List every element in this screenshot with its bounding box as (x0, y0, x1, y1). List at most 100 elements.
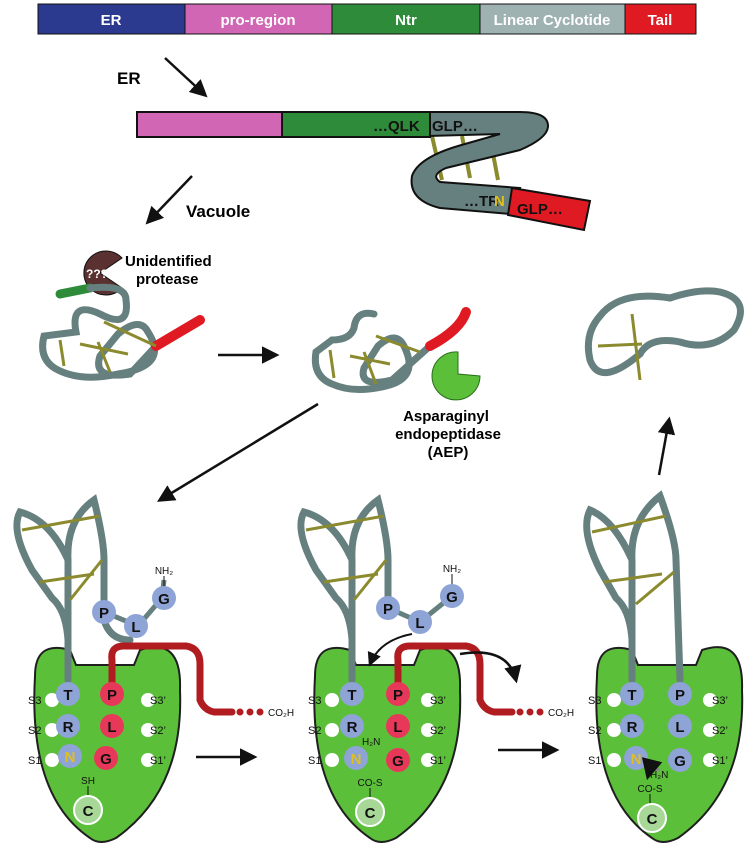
seq-tr: …TR (464, 193, 499, 210)
unidentified-protease: ??? (83, 250, 123, 296)
residue-l-bound-label: L (107, 719, 116, 736)
aep-enzyme-body (313, 646, 462, 843)
cyclotide-chain (583, 490, 684, 684)
co2h-label: CO₂H (548, 708, 574, 719)
domain-er (37, 3, 186, 35)
seq-qlk: …QLK (373, 118, 420, 135)
ntr-fragment (55, 283, 95, 299)
residue-t-label: T (627, 687, 636, 704)
disulfide-bond (591, 514, 667, 534)
cyclotide-ring (584, 287, 744, 377)
curved-arrow-attack (367, 633, 413, 667)
site-s3: S3 (588, 695, 601, 707)
residue-g (668, 748, 692, 772)
residue-r-label: R (63, 719, 74, 736)
residue-p-bound-label: P (393, 687, 403, 704)
er-label: ER (117, 69, 141, 88)
seq-n-asn: N (494, 193, 505, 210)
disulfide-bond (79, 342, 129, 356)
residue-c-label: C (83, 803, 94, 820)
site-s2-prime: S2’ (430, 725, 446, 737)
aep-complex-1: CO₂H P L G NH₂ T R N P L G S3 S2 S1 S3’ … (13, 494, 294, 843)
cos-label: CO-S (638, 784, 663, 795)
curved-arrow-cyclize (641, 757, 663, 781)
residue-p (668, 682, 692, 706)
disulfide-bond (305, 514, 385, 532)
residue-r-label: R (627, 719, 638, 736)
tail-fragment (425, 307, 471, 351)
disulfide-bond (323, 572, 379, 584)
residue-p-label: P (383, 601, 393, 618)
site-s2: S2 (308, 725, 321, 737)
aep-complex-2: CO₂H P L G NH₂ T R N P L G H₂N S3 S2 S1 … (297, 494, 574, 843)
aep-label-line1: Asparaginyl (403, 408, 489, 425)
residue-p (92, 600, 116, 624)
protease-label-line1: Unidentified (125, 253, 212, 270)
aep-complex-3: T R N P L G H₂N S3 S2 S1 S3’ S2’ S1’ CO-… (583, 490, 744, 843)
residue-g-bound-label: G (392, 753, 404, 770)
site-s3-prime: S3’ (712, 695, 728, 707)
site-s1-prime: S1’ (430, 755, 446, 767)
precursor-tail (506, 186, 592, 232)
residue-n-label: N (631, 751, 642, 768)
folded-cyclotide-1 (39, 283, 205, 381)
residue-p-bound (100, 682, 124, 706)
residue-l (668, 714, 692, 738)
residue-c-label: C (647, 811, 658, 828)
site-s2-prime: S2’ (150, 725, 166, 737)
domain-tail-label: Tail (648, 12, 673, 29)
disulfide-bond (603, 572, 663, 584)
curved-arrow-release (459, 651, 522, 684)
aep-enzyme-body (595, 646, 744, 843)
domain-pro-region-label: pro-region (221, 12, 296, 29)
residue-g (440, 584, 464, 608)
disulfide-bond (96, 341, 112, 373)
site-s2-prime: S2’ (712, 725, 728, 737)
domain-ntr (331, 3, 481, 35)
arrow-to-product (657, 416, 676, 476)
aep-enzyme-body (33, 646, 182, 843)
residue-l-bound-label: L (393, 719, 402, 736)
disulfide-bond (362, 351, 378, 385)
site-s3: S3 (28, 695, 41, 707)
residue-l-bound (386, 714, 410, 738)
residue-l-label: L (131, 619, 140, 636)
residue-l-label: L (415, 615, 424, 632)
residue-p-bound (386, 682, 410, 706)
residue-c-label: C (365, 805, 376, 822)
residue-p (376, 596, 400, 620)
residue-l-label: L (675, 719, 684, 736)
residue-r (620, 714, 644, 738)
sh-label: SH (81, 776, 95, 787)
arrow-vacuole (145, 175, 193, 225)
site-s3-prime: S3’ (150, 695, 166, 707)
site-s1: S1 (308, 755, 321, 767)
arrow-er (164, 57, 208, 98)
domain-bar: ER pro-region Ntr Linear Cyclotide Tail (37, 3, 697, 35)
residue-c (637, 803, 667, 833)
tail-fragment (151, 315, 205, 351)
residue-n (58, 744, 82, 768)
arrow-to-enzyme-complex (157, 402, 319, 502)
folded-cyclotide-2 (311, 307, 471, 393)
domain-tail (624, 3, 697, 35)
residue-p-label: P (675, 687, 685, 704)
disulfide-bond (39, 572, 95, 584)
domain-linear-cyclotide-label: Linear Cyclotide (494, 12, 611, 29)
site-s3-prime: S3’ (430, 695, 446, 707)
residue-g (152, 586, 176, 610)
residue-t-label: T (347, 687, 356, 704)
nh2-label: NH₂ (443, 564, 461, 575)
disulfide-bond (328, 349, 336, 379)
precursor-pro-region (136, 111, 283, 138)
residue-c (73, 795, 103, 825)
disulfide-bond (630, 313, 642, 381)
disulfide-bond (103, 320, 157, 348)
cyclic-cyclotide-product (584, 287, 744, 381)
aep-label-line2: endopeptidase (395, 426, 501, 443)
site-s3: S3 (308, 695, 321, 707)
aep-enzyme-icon (431, 351, 481, 401)
site-s1-prime: S1’ (712, 755, 728, 767)
disulfide-bond (21, 514, 101, 532)
residue-r (56, 714, 80, 738)
